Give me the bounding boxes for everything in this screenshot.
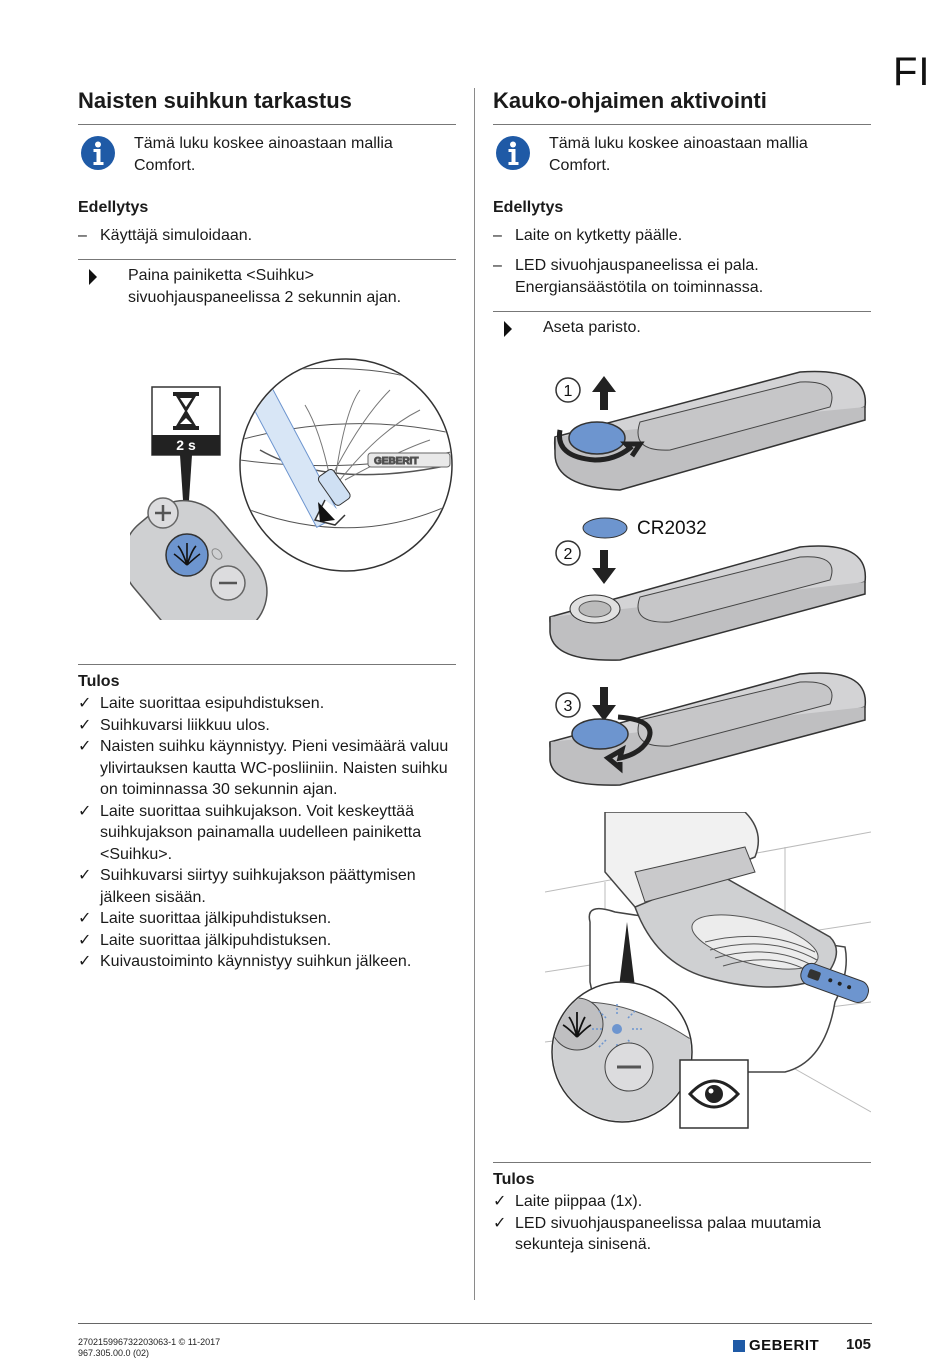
check-icon: ✓ <box>78 931 92 949</box>
dash-bullet: – <box>78 227 87 244</box>
left-result-text: Laite suorittaa suihkujakson. Voit keske… <box>100 802 422 863</box>
footer-doc-line2: 967.305.00.0 (02) <box>78 1348 150 1358</box>
remote-step-2: CR2032 2 <box>549 517 866 661</box>
footer-doc-ids: 270215996732203063-1 © 11-2017 967.305.0… <box>78 1337 220 1359</box>
magnified-led-panel <box>551 981 693 1123</box>
right-prereq-text: Laite on kytketty päälle. <box>515 227 683 244</box>
left-result-text: Naisten suihku käynnistyy. Pieni vesimää… <box>100 738 449 798</box>
side-control-panel <box>130 497 268 620</box>
right-info-text: Tämä luku koskee ainoastaan mallia Comfo… <box>549 135 808 174</box>
brand-logo: GEBERIT <box>733 1337 819 1354</box>
shower-button-illustration: GEBERIT 2 s <box>130 358 453 620</box>
left-result-text: Laite suorittaa jälkipuhdistuksen. <box>100 931 332 949</box>
left-info-text: Tämä luku koskee ainoastaan mallia Comfo… <box>134 135 393 174</box>
check-icon: ✓ <box>78 953 92 970</box>
eye-box <box>679 1059 749 1129</box>
left-step-text: Paina painiketta <Suihku> sivuohjauspane… <box>128 267 402 306</box>
right-prereq-item: – LED sivuohjauspaneelissa ei pala. Ener… <box>493 255 871 299</box>
battery-cover-icon <box>568 421 626 455</box>
left-result-item: ✓ Kuivaustoiminto käynnistyy suihkun jälk… <box>78 951 456 973</box>
step-number-1: 1 <box>564 383 573 400</box>
check-icon: ✓ <box>493 1193 507 1210</box>
step-arrow-icon <box>89 269 97 285</box>
brand-text: GEBERIT <box>749 1337 820 1354</box>
check-icon: ✓ <box>78 716 92 734</box>
footer-doc-line1: 270215996732203063-1 © 11-2017 <box>78 1337 221 1347</box>
led-indicator-icon <box>612 1024 622 1034</box>
battery-label: CR2032 <box>637 518 707 539</box>
left-prereq-heading: Edellytys <box>78 199 149 216</box>
info-icon <box>496 136 530 170</box>
step-number-3: 3 <box>564 698 573 715</box>
right-prereq-item: – Laite on kytketty päälle. <box>493 225 871 247</box>
left-result-item: ✓ Suihkuvarsi liikkuu ulos. <box>78 715 456 737</box>
hourglass-icon <box>173 392 199 430</box>
left-result-text: Kuivaustoiminto käynnistyy suihkun jälke… <box>100 953 412 970</box>
timer-label: 2 s <box>176 437 196 453</box>
check-icon: ✓ <box>78 910 92 927</box>
left-result-text: Laite suorittaa esipuhdistuksen. <box>100 695 325 712</box>
brand-square-icon <box>733 1339 745 1352</box>
remote-control-icon <box>800 962 869 1003</box>
left-result-item: ✓ Laite suorittaa esipuhdistuksen. <box>78 693 456 715</box>
check-icon: ✓ <box>493 1214 507 1232</box>
right-info-note: Tämä luku koskee ainoastaan mallia Comfo… <box>493 131 871 177</box>
left-title: Naisten suihkun tarkastus <box>78 86 456 125</box>
arrow-up-icon <box>592 376 616 410</box>
left-column: Naisten suihkun tarkastus Tämä luku kosk… <box>78 86 456 309</box>
right-result-heading: Tulos <box>493 1171 535 1188</box>
right-step: Aseta paristo. <box>493 311 871 345</box>
left-info-note: Tämä luku koskee ainoastaan mallia Comfo… <box>78 131 456 177</box>
step-number-2: 2 <box>564 546 573 563</box>
check-icon: ✓ <box>78 867 92 884</box>
right-title: Kauko-ohjaimen aktivointi <box>493 86 871 125</box>
right-result: Tulos ✓ Laite piippaa (1x). ✓ LED sivuohja… <box>493 1162 871 1256</box>
left-result-text: Laite suorittaa jälkipuhdistuksen. <box>100 910 332 927</box>
battery-icon <box>582 517 628 539</box>
battery-cover-icon <box>571 718 629 750</box>
left-result-item: ✓ Laite suorittaa jälkipuhdistuksen. <box>78 930 456 952</box>
left-result-heading: Tulos <box>78 673 120 690</box>
rotate-arrow-icon <box>603 714 653 774</box>
check-icon: ✓ <box>78 802 92 820</box>
eye-icon <box>687 1079 741 1109</box>
footer-rule <box>78 1323 872 1324</box>
column-divider <box>474 88 475 1300</box>
battery-steps-illustration: 1 CR2032 2 3 <box>549 370 866 786</box>
right-result-text: LED sivuohjauspaneelissa palaa muutamia … <box>515 1214 821 1254</box>
right-result-text: Laite piippaa (1x). <box>515 1193 643 1210</box>
language-tag: FI <box>893 50 931 94</box>
left-prereq-item: – Käyttäjä simuloidaan. <box>78 225 456 247</box>
remote-step-3: 3 <box>549 672 866 786</box>
right-prereq-text: LED sivuohjauspaneelissa ei pala. Energi… <box>515 257 764 296</box>
seat-logo: GEBERIT <box>374 456 418 467</box>
right-column: Kauko-ohjaimen aktivointi Tämä luku kosk… <box>493 86 871 345</box>
left-result-text: Suihkuvarsi siirtyy suihkujakson päättym… <box>100 867 416 906</box>
left-result-item: ✓ Laite suorittaa jälkipuhdistuksen. <box>78 908 456 930</box>
info-icon <box>81 136 115 170</box>
dash-bullet: – <box>493 227 502 244</box>
timer-box: 2 s <box>151 386 221 545</box>
right-step-text: Aseta paristo. <box>543 319 641 336</box>
arrow-down-icon <box>592 550 616 584</box>
left-step: Paina painiketta <Suihku> sivuohjauspane… <box>78 259 456 309</box>
right-result-item: ✓ Laite piippaa (1x). <box>493 1191 871 1213</box>
left-result: Tulos ✓Laite suorittaa esipuhdistuksen. … <box>78 664 456 973</box>
right-prereq-heading: Edellytys <box>493 199 564 216</box>
left-result-item: ✓ Naisten suihku käynnistyy. Pieni vesimä… <box>78 736 456 801</box>
page-number: 105 <box>846 1336 872 1353</box>
left-result-text: Suihkuvarsi liikkuu ulos. <box>100 716 270 734</box>
remote-step-1: 1 <box>553 370 866 491</box>
step-arrow-icon <box>504 321 512 337</box>
toilet-remote-illustration <box>545 812 871 1129</box>
check-icon: ✓ <box>78 695 92 712</box>
left-prereq-text: Käyttäjä simuloidaan. <box>100 227 253 244</box>
left-result-item: ✓ Suihkuvarsi siirtyy suihkujakson päätty… <box>78 865 456 908</box>
arrow-down-icon <box>592 687 616 721</box>
dash-bullet: – <box>493 257 502 274</box>
magnified-shower-view: GEBERIT <box>239 358 453 572</box>
right-result-item: ✓ LED sivuohjauspaneelissa palaa muutamia… <box>493 1213 871 1256</box>
check-icon: ✓ <box>78 738 92 755</box>
left-result-item: ✓ Laite suorittaa suihkujakson. Voit kesk… <box>78 801 456 866</box>
